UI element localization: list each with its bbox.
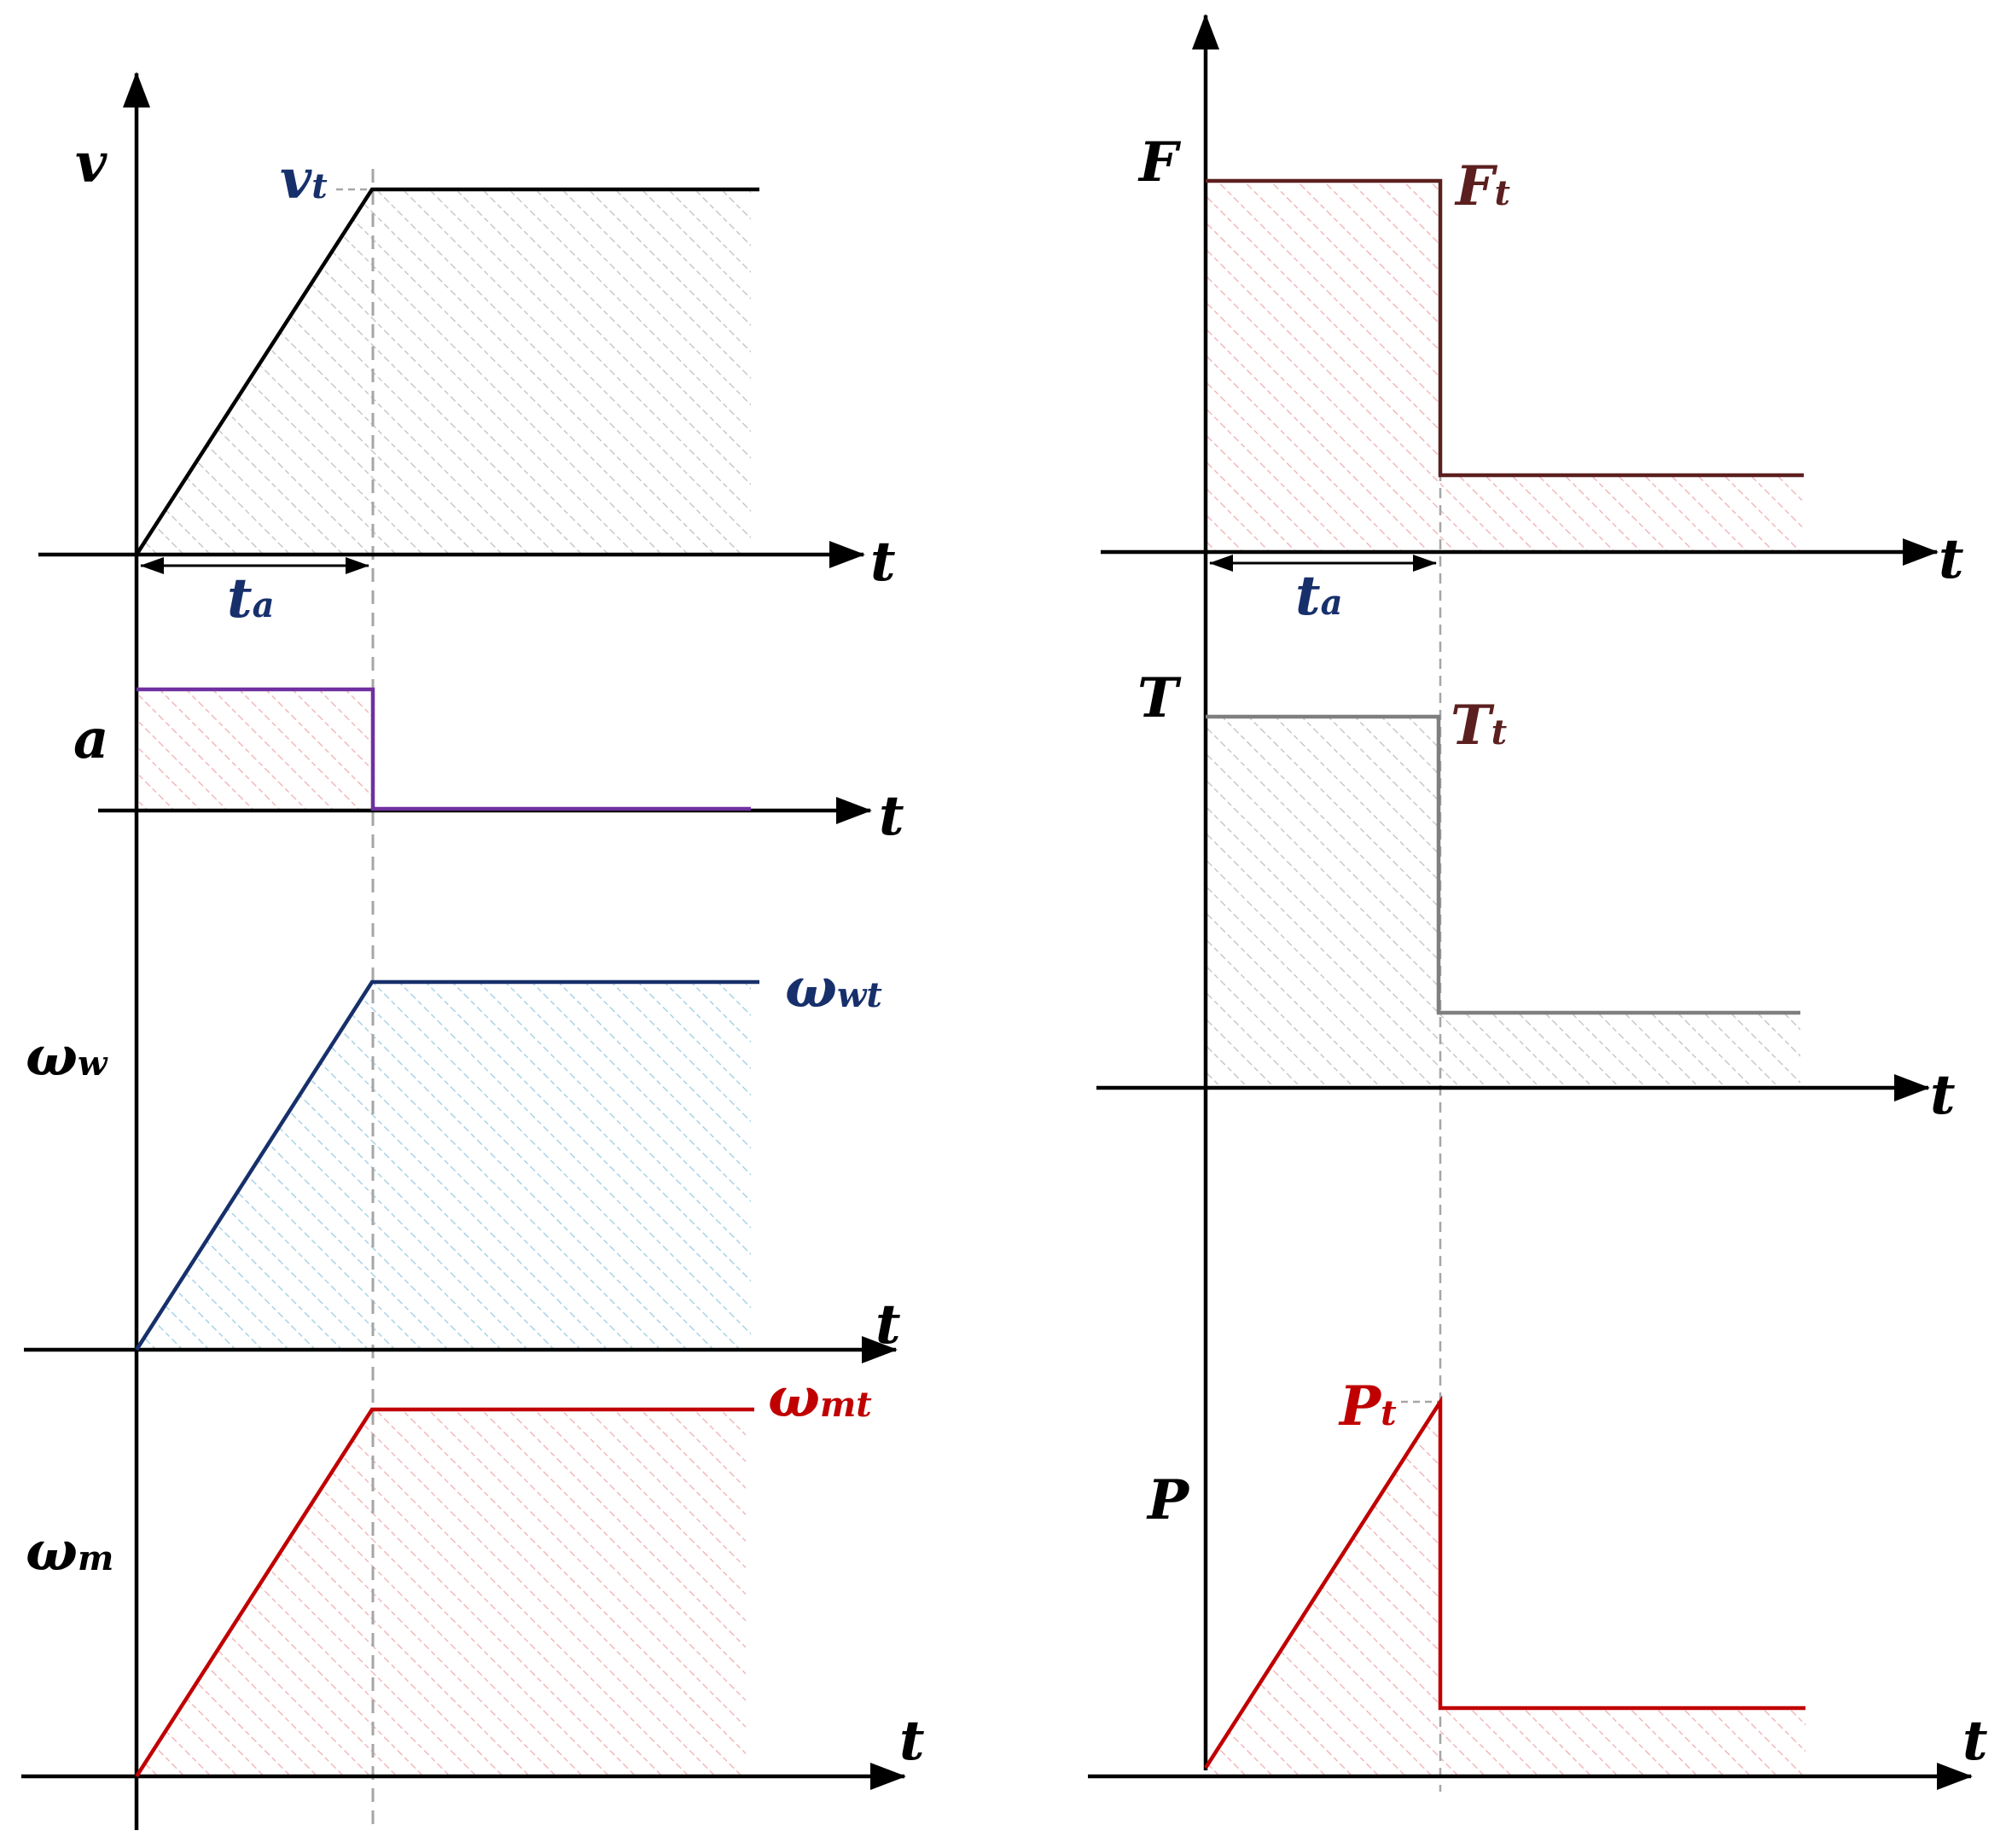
T-peak-label: Tt	[1451, 694, 1508, 758]
T-axis-label: T	[1137, 666, 1182, 730]
wm-peak-label: ωmt	[768, 1366, 872, 1430]
T-area	[1206, 717, 1800, 1088]
P-curve	[1204, 1395, 1805, 1770]
v-peak-label: vt	[280, 148, 328, 212]
v-area	[137, 189, 751, 555]
F-area	[1206, 181, 1804, 552]
wm-time-label: t	[899, 1709, 925, 1773]
F-curve	[1206, 178, 1804, 478]
a-curve	[137, 687, 751, 811]
P-peak-label: Pt	[1338, 1374, 1397, 1438]
ww-area	[137, 982, 751, 1350]
wm-axis-label: ωm	[26, 1520, 113, 1584]
v-time-label: t	[870, 530, 896, 594]
P-axis-label: P	[1146, 1468, 1190, 1532]
wm-area	[137, 1409, 746, 1776]
P-area	[1206, 1402, 1805, 1776]
F-peak-label: Ft	[1454, 154, 1510, 218]
wm-curve	[135, 1407, 754, 1778]
T-curve	[1206, 714, 1800, 1015]
ww-time-label: t	[875, 1293, 901, 1357]
F-axis-label: F	[1137, 131, 1182, 195]
v-axis-label: v	[75, 131, 108, 195]
a-axis-label: a	[73, 707, 108, 771]
F-time-label: t	[1939, 527, 1964, 591]
ww-axis-label: ωw	[26, 1025, 108, 1089]
v-curve	[135, 187, 759, 556]
ww-peak-label: ωwt	[785, 956, 882, 1020]
P-time-label: t	[1962, 1709, 1988, 1773]
ww-curve	[135, 979, 759, 1351]
a-time-label: t	[879, 784, 904, 848]
T-time-label: t	[1930, 1063, 1956, 1127]
accel-time-label-right: ta	[1295, 564, 1342, 628]
a-area	[137, 689, 373, 811]
accel-time-label-left: ta	[227, 567, 274, 631]
